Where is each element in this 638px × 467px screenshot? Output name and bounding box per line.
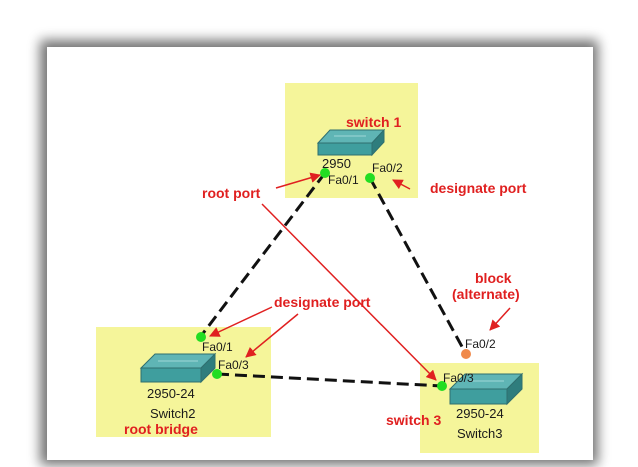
arrow-designate-to-s2-fa01 [209,306,273,337]
s3-fa02-port-label: Fa0/2 [465,337,496,351]
switch1-icon[interactable] [316,128,386,157]
arrow-root-port-to-s3-fa03 [261,203,437,381]
link-switch1-switch3 [368,177,468,355]
s2-fa01-port-label: Fa0/1 [202,340,233,354]
block-annotation-line1: block [475,270,512,286]
link-switch2-switch3 [216,372,443,388]
s2-fa01-port-dot[interactable] [196,332,206,342]
s1-fa01-port-label: Fa0/1 [328,173,359,187]
s3-fa03-port-dot[interactable] [437,381,447,391]
switch2-model-label: 2950-24 [147,386,195,401]
s3-fa03-port-label: Fa0/3 [443,371,474,385]
switch3-name-label: switch 3 [386,412,441,428]
s1-fa02-port-dot[interactable] [365,173,375,183]
s3-fa02-port-dot[interactable] [461,349,471,359]
arrow-root-port-to-s1-fa01 [275,172,322,189]
root-port-annotation: root port [202,185,261,201]
link-switch1-switch2 [199,172,327,337]
switch2-icon[interactable] [139,352,217,384]
s1-fa02-port-label: Fa0/2 [372,161,403,175]
switch1-name-label: switch 1 [346,114,401,130]
block-annotation-line2: (alternate) [452,286,520,302]
designate-port-annotation-top: designate port [430,180,527,196]
s2-fa03-port-label: Fa0/3 [218,358,249,372]
arrow-designate-to-s1-fa02 [392,179,411,190]
switch2-root-bridge-label: root bridge [124,421,198,437]
switch3-icon[interactable] [448,372,524,406]
designate-port-annotation-left: designate port [274,294,371,310]
arrow-designate-to-s2-fa03 [245,313,299,358]
switch3-model-label: 2950-24 [456,406,504,421]
s2-fa03-port-dot[interactable] [212,369,222,379]
arrow-block-to-s3-fa02 [489,307,511,331]
switch1-model-label: 2950 [322,156,351,171]
switch2-hostname-label: Switch2 [150,406,196,421]
switch3-hostname-label: Switch3 [457,426,503,441]
s1-fa01-port-dot[interactable] [320,168,330,178]
